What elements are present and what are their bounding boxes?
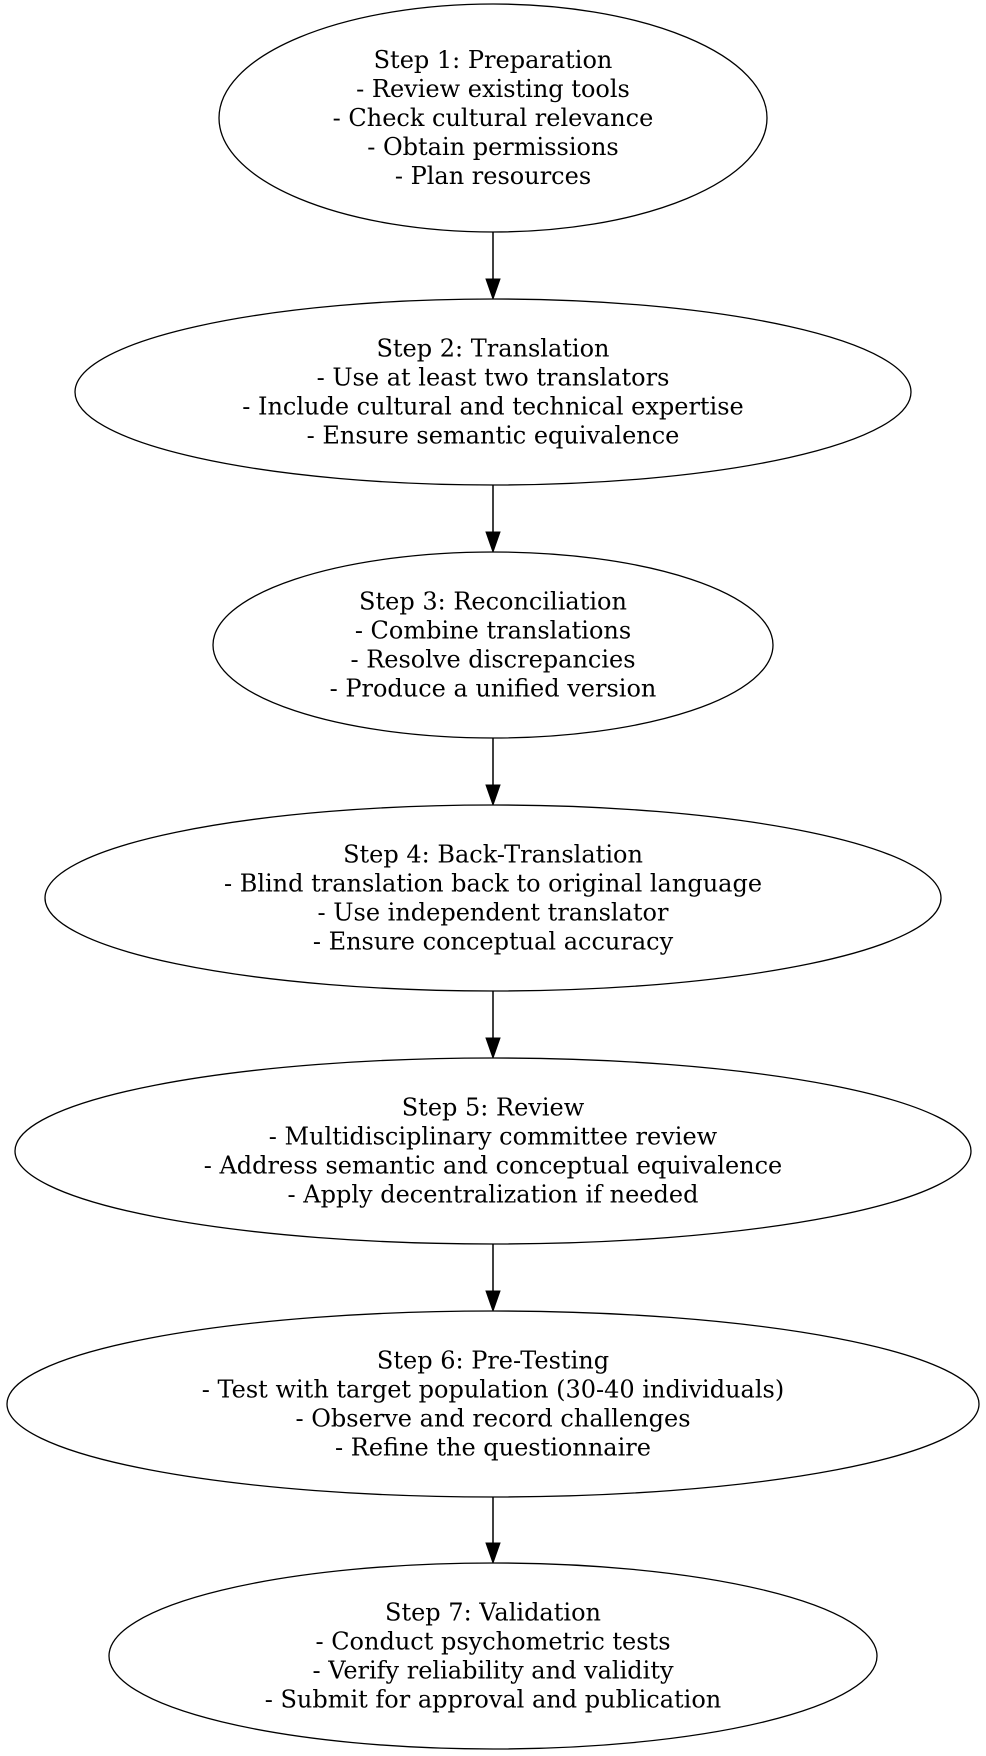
node-bullet: - Refine the questionnaire	[335, 1434, 651, 1462]
node-step6: Step 6: Pre-Testing- Test with target po…	[6, 1310, 980, 1498]
nodes: Step 1: Preparation- Review existing too…	[6, 3, 980, 1750]
node-bullet: - Ensure conceptual accuracy	[313, 928, 674, 956]
node-bullet: - Ensure semantic equivalence	[307, 422, 680, 450]
node-bullet: - Combine translations	[355, 617, 631, 645]
arrowhead-icon	[485, 1290, 501, 1313]
edges	[485, 232, 501, 1565]
arrowhead-icon	[485, 278, 501, 301]
node-title: Step 1: Preparation	[374, 46, 613, 74]
edge-step6-to-step7	[485, 1497, 501, 1565]
node-title: Step 7: Validation	[385, 1599, 601, 1627]
node-step7: Step 7: Validation- Conduct psychometric…	[108, 1562, 878, 1750]
edge-step4-to-step5	[485, 991, 501, 1060]
edge-step5-to-step6	[485, 1244, 501, 1313]
node-bullet: - Check cultural relevance	[333, 104, 654, 132]
node-ellipse	[74, 298, 912, 486]
node-step2: Step 2: Translation- Use at least two tr…	[74, 298, 912, 486]
node-ellipse	[6, 1310, 980, 1498]
node-step3: Step 3: Reconciliation- Combine translat…	[212, 551, 774, 739]
node-bullet: - Review existing tools	[356, 75, 630, 103]
node-bullet: - Include cultural and technical experti…	[242, 393, 744, 421]
node-step5: Step 5: Review- Multidisciplinary commit…	[14, 1057, 972, 1245]
node-ellipse	[44, 804, 942, 992]
arrowhead-icon	[485, 784, 501, 807]
node-title: Step 5: Review	[402, 1094, 585, 1122]
node-bullet: - Resolve discrepancies	[350, 646, 635, 674]
node-bullet: - Obtain permissions	[367, 133, 619, 161]
node-bullet: - Verify reliability and validity	[312, 1657, 674, 1685]
node-ellipse	[108, 1562, 878, 1750]
edge-step1-to-step2	[485, 232, 501, 301]
edge-step3-to-step4	[485, 738, 501, 807]
node-title: Step 2: Translation	[376, 335, 609, 363]
node-bullet: - Observe and record challenges	[295, 1405, 690, 1433]
node-bullet: - Submit for approval and publication	[265, 1686, 722, 1714]
node-title: Step 6: Pre-Testing	[377, 1347, 609, 1375]
node-bullet: - Address semantic and conceptual equiva…	[204, 1152, 783, 1180]
node-bullet: - Produce a unified version	[330, 675, 657, 703]
node-bullet: - Apply decentralization if needed	[288, 1181, 699, 1209]
arrowhead-icon	[485, 1037, 501, 1060]
edge-step2-to-step3	[485, 485, 501, 554]
node-bullet: - Multidisciplinary committee review	[269, 1123, 718, 1151]
node-title: Step 3: Reconciliation	[359, 588, 627, 616]
node-bullet: - Use independent translator	[318, 899, 669, 927]
node-bullet: - Test with target population (30-40 ind…	[202, 1376, 784, 1404]
node-bullet: - Blind translation back to original lan…	[224, 870, 762, 898]
node-step1: Step 1: Preparation- Review existing too…	[218, 3, 768, 233]
node-ellipse	[212, 551, 774, 739]
node-title: Step 4: Back-Translation	[343, 841, 643, 869]
node-bullet: - Plan resources	[395, 162, 591, 190]
node-ellipse	[14, 1057, 972, 1245]
node-step4: Step 4: Back-Translation- Blind translat…	[44, 804, 942, 992]
node-bullet: - Conduct psychometric tests	[315, 1628, 670, 1656]
node-bullet: - Use at least two translators	[317, 364, 670, 392]
node-ellipse	[218, 3, 768, 233]
arrowhead-icon	[485, 531, 501, 554]
arrowhead-icon	[485, 1542, 501, 1565]
